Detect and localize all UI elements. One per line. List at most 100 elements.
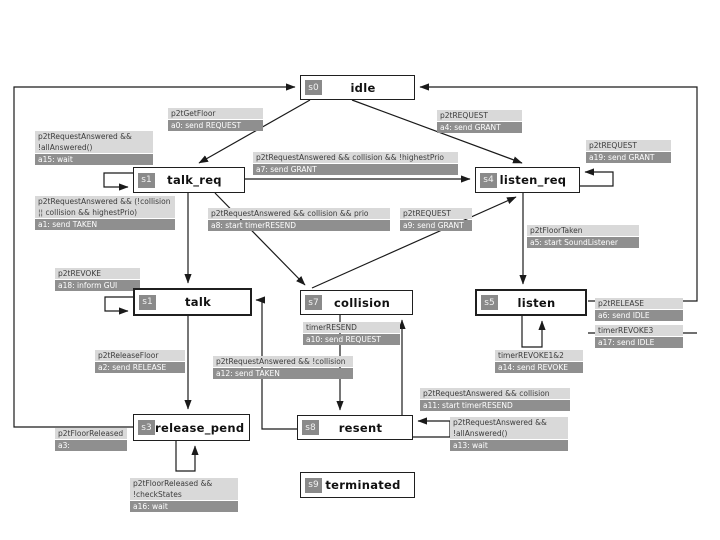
transition-label: p2tRequestAnswered &&!allAnswered()a15: … xyxy=(35,131,153,165)
transition-action-text: a6: send IDLE xyxy=(595,310,683,321)
transition-event-text: p2tREQUEST xyxy=(586,140,671,151)
edge-idle-to-talkreq xyxy=(198,99,311,164)
transition-event-text: timerREVOKE1&2 xyxy=(495,350,583,361)
transition-action-text: a5: start SoundListener xyxy=(527,237,639,248)
transition-event-text: p2tRequestAnswered && !collision xyxy=(213,356,353,367)
transition-event-text: p2tREQUEST xyxy=(400,208,472,219)
transition-event-text: p2tFloorReleased && xyxy=(130,478,238,489)
transition-action-text: a0: send REQUEST xyxy=(168,120,263,131)
edge-collision-to-listenreq xyxy=(311,196,517,289)
state-name: talk_req xyxy=(167,173,222,187)
transition-action-text: a4: send GRANT xyxy=(437,122,522,133)
transition-event-text: p2tREVOKE xyxy=(55,268,140,279)
transition-action-text: a9: send GRANT xyxy=(400,220,472,231)
transition-event-text: p2tGetFloor xyxy=(168,108,263,119)
transition-event-text: p2tRequestAnswered && collision xyxy=(420,388,570,399)
transition-action-text: a2: send RELEASE xyxy=(95,362,185,373)
state-badge: s1 xyxy=(138,172,155,188)
transition-action-text: a15: wait xyxy=(35,154,153,165)
state-badge: s1 xyxy=(139,294,156,310)
transition-action-text: a1: send TAKEN xyxy=(35,219,175,230)
state-talk_req: s1 talk_req xyxy=(133,167,245,193)
state-badge: s0 xyxy=(305,80,322,95)
transition-action-text: a16: wait xyxy=(130,501,238,512)
transition-event-text: p2tRequestAnswered && xyxy=(35,131,153,142)
edge-talk-selfloop xyxy=(104,296,133,315)
transition-action-text: a13: wait xyxy=(450,440,568,451)
transition-action-text: a17: send IDLE xyxy=(595,337,683,348)
transition-event-text: ¦¦ collision && highestPrio) xyxy=(35,207,175,218)
transition-action-text: a10: send REQUEST xyxy=(303,334,400,345)
state-name: listen xyxy=(517,295,556,310)
transition-action-text: a3: xyxy=(55,440,127,451)
edge-releasepend-to-idle xyxy=(13,83,296,428)
transition-event-text: p2tRELEASE xyxy=(595,298,683,309)
transition-event-text: timerREVOKE3 xyxy=(595,325,683,336)
transition-event-text: !allAnswered() xyxy=(450,428,568,439)
transition-action-text: a18: inform GUI xyxy=(55,280,140,291)
state-idle: s0 idle xyxy=(300,75,415,100)
transition-event-text: p2tFloorReleased xyxy=(55,428,127,439)
transition-event-text: !allAnswered() xyxy=(35,142,153,153)
state-badge: s5 xyxy=(481,295,498,310)
state-name: listen_req xyxy=(499,173,567,187)
transition-event-text: p2tRequestAnswered && xyxy=(450,417,568,428)
state-badge: s8 xyxy=(302,420,319,435)
transition-action-text: a11: start timerRESEND xyxy=(420,400,570,411)
state-badge: s9 xyxy=(305,477,322,493)
edge-talkreq-selfloop xyxy=(103,172,133,191)
transition-action-text: a12: send TAKEN xyxy=(213,368,353,379)
state-name: terminated xyxy=(325,478,401,492)
transition-label: p2tRequestAnswered &&!allAnswered()a13: … xyxy=(450,417,568,451)
transition-action-text: a8: start timerRESEND xyxy=(208,220,390,231)
state-name: resent xyxy=(338,420,383,435)
edge-listenreq-selfloop xyxy=(580,168,614,187)
transition-event-text: p2tReleaseFloor xyxy=(95,350,185,361)
transition-label: p2tRequestAnswered && collision && !high… xyxy=(253,152,458,175)
state-collision: s7 collision xyxy=(300,290,413,315)
transition-event-text: p2tRequestAnswered && (!collision xyxy=(35,196,175,207)
transition-label: p2tRequestAnswered && (!collision¦¦ coll… xyxy=(35,196,175,230)
edge-releasepend-selfloop xyxy=(175,441,199,472)
transition-event-text: p2tRequestAnswered && collision && prio xyxy=(208,208,390,219)
edge-resent-selfloop xyxy=(413,417,451,438)
state-badge: s3 xyxy=(138,420,155,435)
state-name: idle xyxy=(350,80,376,95)
transition-event-text: p2tREQUEST xyxy=(437,110,522,121)
edge-talkreq-to-collision xyxy=(214,192,306,286)
state-badge: s4 xyxy=(480,172,497,188)
state-name: collision xyxy=(333,295,391,310)
state-resent: s8 resent xyxy=(297,415,413,440)
edge-listen-selfloop xyxy=(521,316,546,348)
state-name: release_pend xyxy=(155,420,245,435)
transition-event-text: !checkStates xyxy=(130,489,238,500)
transition-action-text: a19: send GRANT xyxy=(586,152,671,163)
transition-event-text: timerRESEND xyxy=(303,322,400,333)
transition-action-text: a7: send GRANT xyxy=(253,164,458,175)
transition-event-text: p2tRequestAnswered && collision && !high… xyxy=(253,152,458,163)
transition-event-text: p2tFloorTaken xyxy=(527,225,639,236)
transition-action-text: a14: send REVOKE xyxy=(495,362,583,373)
state-listen: s5 listen xyxy=(475,289,587,316)
state-badge: s7 xyxy=(305,295,322,310)
